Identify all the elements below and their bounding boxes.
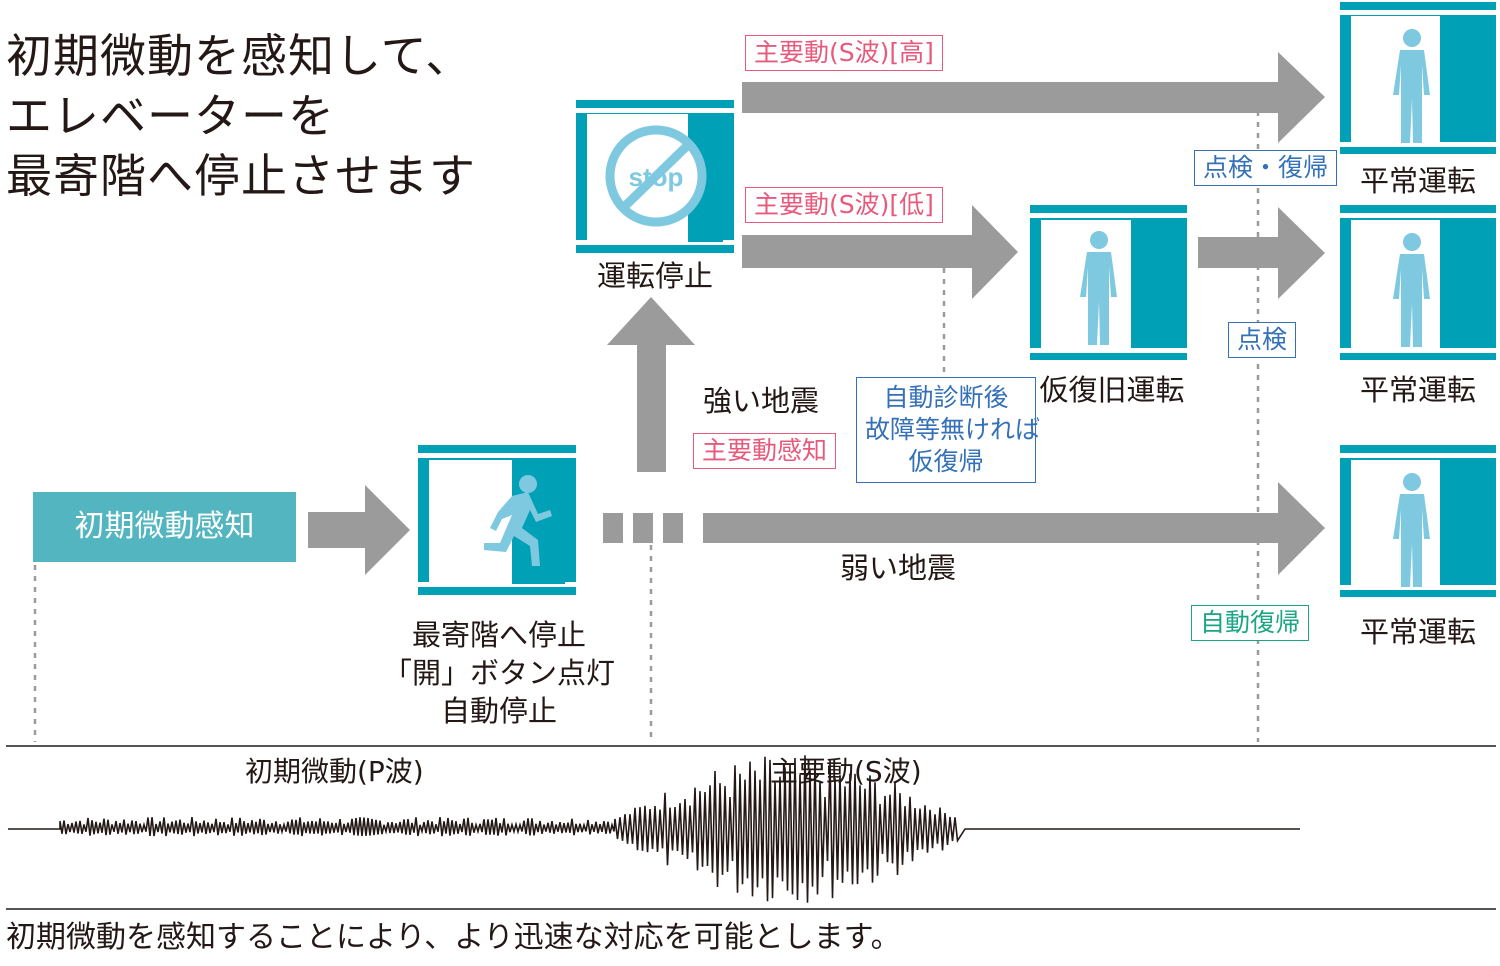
nearest-floor-line-3: 自動停止 — [440, 694, 558, 728]
headline: 初期微動を感知して、 エレベーターを 最寄階へ停止させます — [6, 26, 476, 206]
self-diag-line-2: 故障等無ければ — [865, 415, 1041, 444]
stop-icon: stop — [605, 125, 707, 227]
headline-line-3: 最寄階へ停止させます — [6, 149, 476, 203]
tag-main-low: 主要動(S波)[低] — [745, 187, 943, 223]
nearest-floor-line-1: 最寄階へ停止 — [411, 618, 587, 652]
tag-main-detect: 主要動感知 — [693, 433, 837, 469]
nearest-floor-label: 最寄階へ停止 「開」ボタン点灯 自動停止 — [383, 616, 615, 730]
tag-auto-restore: 自動復帰 — [1191, 605, 1310, 641]
arrow-right-icon — [1198, 207, 1325, 299]
elevator-temp-restore — [1030, 205, 1187, 360]
standing-person-icon — [1080, 231, 1117, 345]
running-person-icon — [484, 475, 552, 566]
timeline-guides — [33, 100, 1260, 742]
temp-restore-label: 仮復旧運転 — [1039, 373, 1185, 407]
seismic-wave-icon — [8, 755, 1300, 903]
elevator-nearest-floor — [418, 445, 576, 595]
standing-person-icon — [1393, 29, 1430, 143]
p-wave-label: 初期微動(P波) — [245, 755, 424, 788]
self-diag-line-1: 自動診断後 — [883, 383, 1009, 412]
flow-arrows — [308, 52, 1325, 575]
nearest-floor-line-2: 「開」ボタン点灯 — [382, 656, 616, 690]
arrow-right-icon — [308, 485, 410, 575]
standing-person-icon — [1393, 233, 1430, 347]
start-box-initial-tremor: 初期微動感知 — [33, 492, 296, 562]
elevator-normal-top — [1340, 2, 1496, 154]
headline-line-1: 初期微動を感知して、 — [6, 29, 473, 83]
arrow-up-icon — [607, 297, 695, 472]
pause-dash-3 — [663, 513, 683, 543]
tag-inspect: 点検 — [1228, 322, 1297, 358]
stopped-label: 運転停止 — [596, 259, 714, 293]
tag-main-high: 主要動(S波)[高] — [745, 35, 943, 71]
strong-quake-label: 強い地震 — [703, 384, 820, 418]
normal-label-bottom: 平常運転 — [1359, 615, 1477, 649]
standing-person-icon — [1393, 473, 1430, 587]
elevator-normal-middle — [1340, 205, 1496, 360]
tag-self-diagnosis: 自動診断後 故障等無ければ 仮復帰 — [856, 377, 1041, 483]
arrow-right-icon — [703, 482, 1325, 575]
pause-dash-1 — [603, 513, 623, 543]
normal-label-top: 平常運転 — [1359, 164, 1477, 198]
arrow-right-icon — [742, 52, 1325, 143]
elevator-normal-bottom — [1340, 445, 1496, 597]
headline-line-2: エレベーターを — [6, 89, 335, 143]
normal-label-middle: 平常運転 — [1359, 373, 1477, 407]
pause-dash-2 — [633, 513, 653, 543]
tag-inspect-restore: 点検・復帰 — [1194, 150, 1338, 186]
footer-caption: 初期微動を感知することにより、より迅速な対応を可能とします。 — [6, 920, 901, 955]
elevator-stopped: stop — [576, 100, 734, 253]
s-wave-label: 主要動(S波) — [770, 755, 922, 788]
arrow-right-icon — [742, 205, 1018, 299]
self-diag-line-3: 仮復帰 — [908, 447, 984, 476]
weak-quake-label: 弱い地震 — [840, 551, 957, 585]
